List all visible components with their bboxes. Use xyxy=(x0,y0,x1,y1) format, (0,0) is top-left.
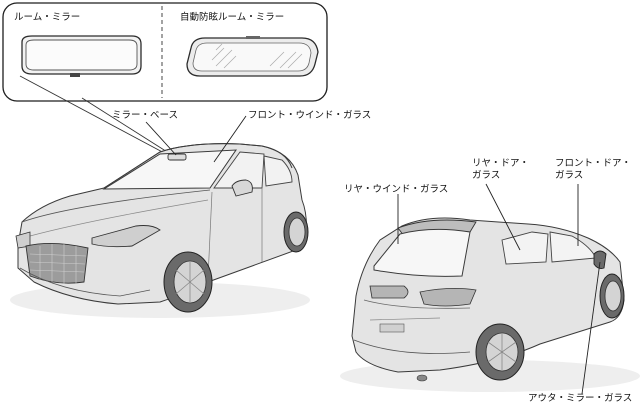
label-rear-window-glass: リヤ・ウインド・ガラス xyxy=(344,184,448,196)
label-rear-door-glass-line1: リヤ・ドア・ xyxy=(472,158,529,170)
label-mirror-base: ミラー・ベース xyxy=(112,110,178,122)
label-outer-mirror-glass: アウタ・ミラー・ガラス xyxy=(528,393,632,405)
room-mirror-title: ルーム・ミラー xyxy=(14,12,80,24)
rear-car-illustration xyxy=(340,218,640,392)
label-rear-door-glass-line2: ガラス xyxy=(472,170,529,182)
label-rear-door-glass: リヤ・ドア・ ガラス xyxy=(472,158,529,182)
front-car-illustration xyxy=(10,144,310,318)
auto-dimming-mirror-title: 自動防眩ルーム・ミラー xyxy=(180,12,284,24)
label-front-door-glass: フロント・ドア・ ガラス xyxy=(555,158,631,182)
auto-dimming-mirror-icon xyxy=(187,36,318,76)
room-mirror-icon xyxy=(22,36,141,77)
label-front-door-glass-line1: フロント・ドア・ xyxy=(555,158,631,170)
label-front-windshield: フロント・ウインド・ガラス xyxy=(248,110,371,122)
label-front-door-glass-line2: ガラス xyxy=(555,170,631,182)
